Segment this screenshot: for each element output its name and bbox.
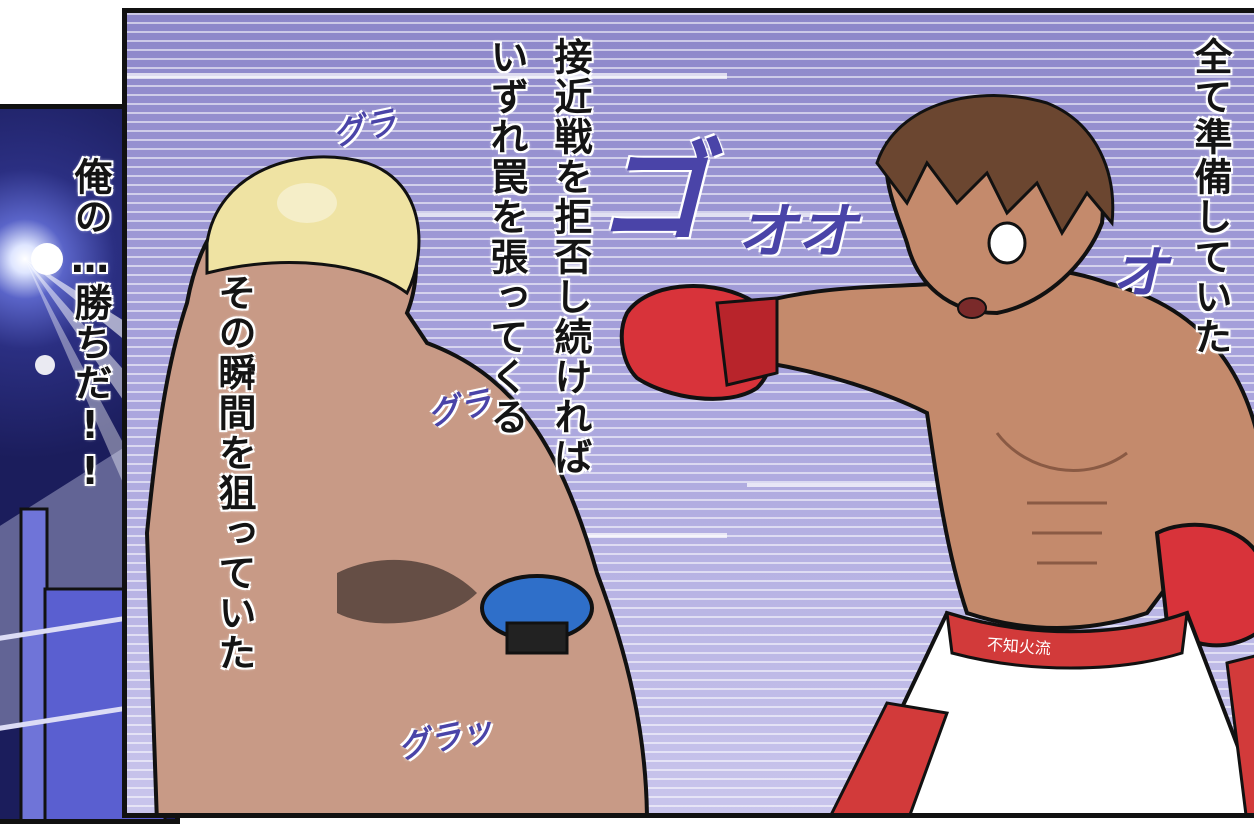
waistband-text: 不知火流 [986, 634, 1052, 659]
caption-center-2: いずれ罠を張ってくる [484, 37, 528, 437]
caption-center-1: 接近戦を拒否し続ければ [548, 37, 592, 477]
sfx-roar-1: ゴ [597, 129, 707, 257]
caption-right: 全て準備していた [1188, 37, 1232, 357]
sfx-roar-3: オ [1112, 241, 1168, 306]
right-fighter [619, 94, 1254, 813]
left-fighter [144, 155, 649, 813]
caption-victory: 俺の…勝ちだ!! [68, 157, 112, 495]
arena-lights-and-ring [0, 243, 175, 819]
caption-left-fighter: その瞬間を狙っていた [212, 273, 256, 673]
sfx-roar-2: オオ [737, 197, 857, 267]
fight-illustration [127, 73, 1254, 813]
main-panel: 不知火流 ゴ オオ オ グラ グラ グラッ 接近戦を拒否し続ければ いずれ罠を張… [122, 8, 1254, 818]
